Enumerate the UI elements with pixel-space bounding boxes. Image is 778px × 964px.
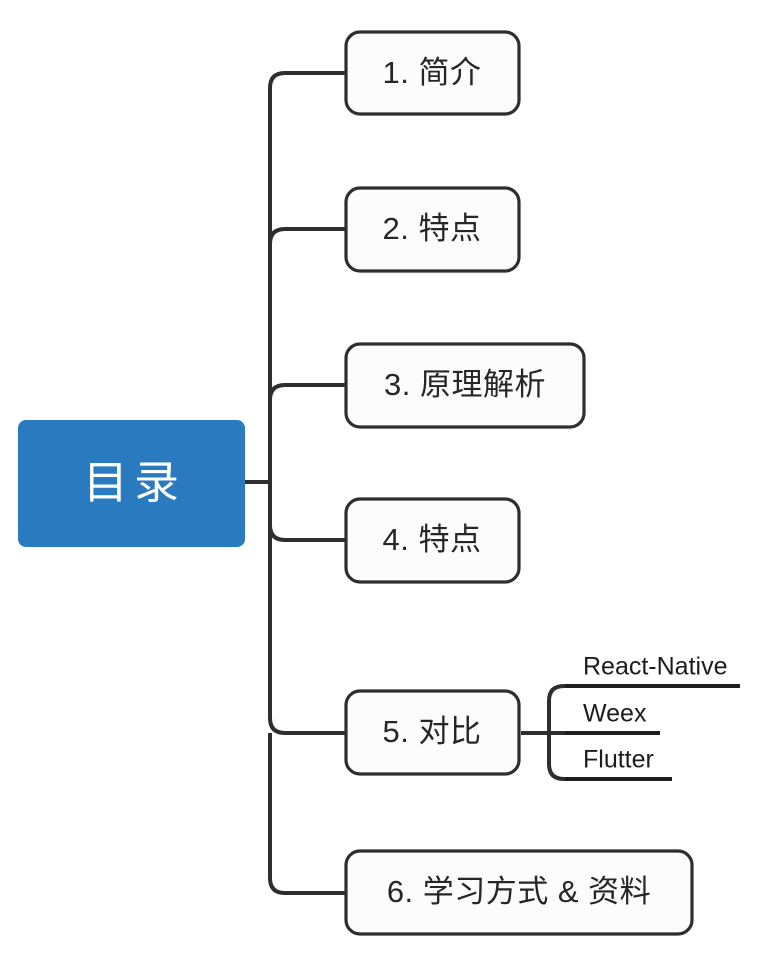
node-5-box[interactable] xyxy=(344,689,521,776)
leaf-weex-label: Weex xyxy=(583,700,647,728)
connector-subtrunk-flutter xyxy=(547,733,672,781)
leaf-weex[interactable]: Weex xyxy=(565,700,660,735)
connector-trunk-node-3 xyxy=(268,383,348,401)
node-4-box[interactable] xyxy=(344,497,521,584)
node-3-box[interactable] xyxy=(344,342,586,429)
connector-trunk-node-5 xyxy=(268,482,348,735)
root-node[interactable]: 目录 xyxy=(18,420,245,547)
node-2-label: 2. 特点 xyxy=(383,211,482,246)
node-5-label: 5. 对比 xyxy=(383,714,482,749)
connector-trunk-node-6 xyxy=(268,733,348,895)
node-6-box[interactable] xyxy=(344,849,694,936)
connector-group xyxy=(245,71,740,895)
leaf-flutter-label: Flutter xyxy=(583,746,654,774)
node-2[interactable]: 2. 特点 xyxy=(344,186,521,273)
node-3-label: 3. 原理解析 xyxy=(384,367,546,402)
node-1-box[interactable] xyxy=(344,30,521,116)
root-node-box[interactable] xyxy=(18,420,245,547)
node-4[interactable]: 4. 特点 xyxy=(344,497,521,584)
node-5[interactable]: 5. 对比 xyxy=(344,689,521,776)
node-1-label: 1. 简介 xyxy=(383,55,482,90)
leaf-react-native-label: React-Native xyxy=(583,653,728,681)
leaf-flutter[interactable]: Flutter xyxy=(565,746,672,781)
node-5-children: React-Native Weex Flutter xyxy=(565,653,740,781)
connector-trunk-node-4 xyxy=(268,524,348,542)
connector-subtrunk-react-native xyxy=(547,684,740,733)
node-6-label: 6. 学习方式 & 资料 xyxy=(387,874,651,909)
connector-trunk-node-1 xyxy=(268,71,348,482)
leaf-react-native[interactable]: React-Native xyxy=(565,653,740,688)
root-node-label: 目录 xyxy=(83,457,185,508)
node-3[interactable]: 3. 原理解析 xyxy=(344,342,586,429)
node-2-box[interactable] xyxy=(344,186,521,273)
node-4-label: 4. 特点 xyxy=(383,522,482,557)
node-1[interactable]: 1. 简介 xyxy=(344,30,521,116)
node-6[interactable]: 6. 学习方式 & 资料 xyxy=(344,849,694,936)
connector-trunk-node-2 xyxy=(268,227,348,245)
